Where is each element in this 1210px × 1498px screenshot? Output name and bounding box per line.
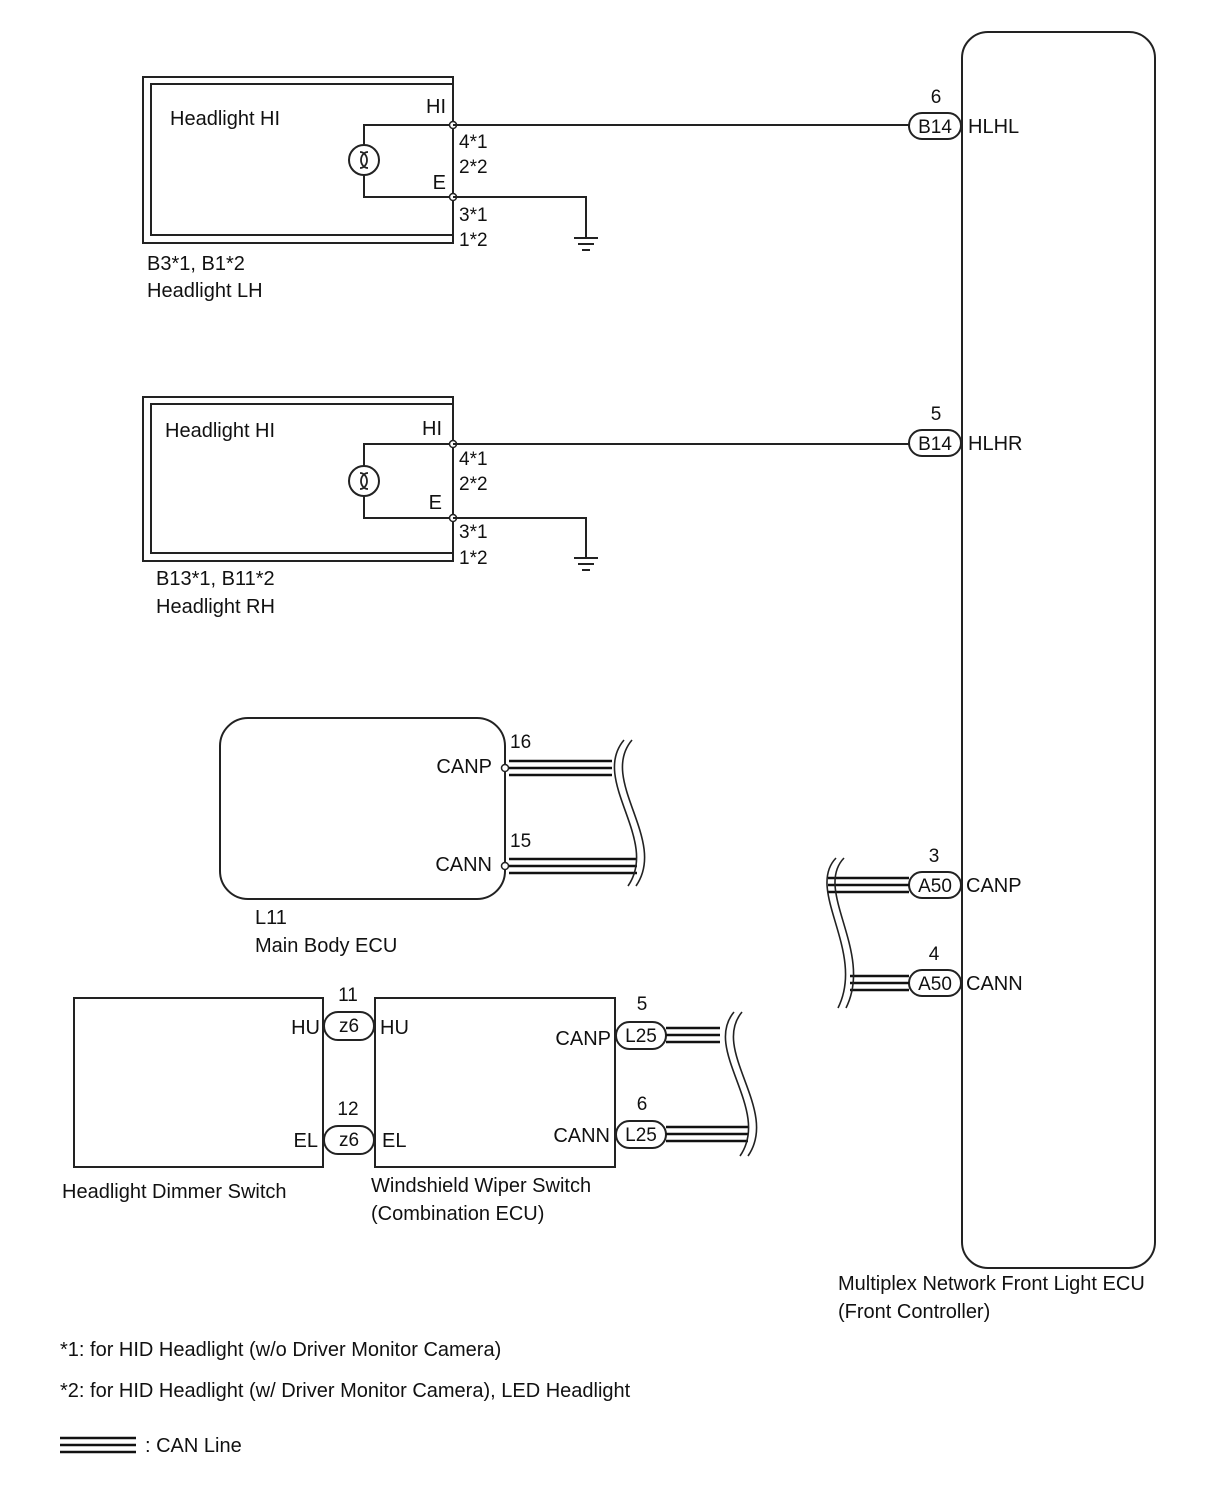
hlhl-terminal-label: HLHL xyxy=(968,116,1019,138)
headlight-rh-terminal-e: E xyxy=(429,492,442,514)
headlight-lh-pin-hi-2: 2*2 xyxy=(459,157,488,178)
headlight-rh-ground-icon xyxy=(574,557,598,571)
main-body-cann-label: CANN xyxy=(435,854,492,876)
headlight-lh-name: Headlight LH xyxy=(147,280,263,302)
can-line-main-body-cann xyxy=(509,857,637,875)
dimmer-hu-label: HU xyxy=(291,1017,320,1039)
connector-b14-hlhr-label: B14 xyxy=(918,434,952,455)
front-canp-pin-number: 3 xyxy=(929,846,940,867)
wiper-canp-pin: 5 xyxy=(637,994,648,1015)
main-body-ecu-code: L11 xyxy=(255,907,287,929)
can-line-main-body-canp xyxy=(509,759,612,777)
headlight-lh-outer-box xyxy=(142,76,454,244)
connector-a50-canp-label: A50 xyxy=(918,876,952,897)
hlhr-terminal-label: HLHR xyxy=(968,433,1022,455)
headlight-rh-terminal-hi: HI xyxy=(422,418,442,440)
main-body-cann-pin: 15 xyxy=(510,831,531,852)
headlight-lh-inner-frame xyxy=(150,83,453,236)
break-symbol-main-body xyxy=(613,739,646,887)
headlight-rh-bulb-icon xyxy=(348,465,380,497)
wiper-switch-box xyxy=(374,997,616,1168)
dimmer-switch-name: Headlight Dimmer Switch xyxy=(62,1181,287,1203)
headlight-rh-pin-e-1: 3*1 xyxy=(459,522,488,543)
front-light-ecu: Multiplex Network Front Light ECU (Front… xyxy=(826,31,1156,1323)
can-line-legend-icon xyxy=(60,1436,136,1454)
el-pin-number: 12 xyxy=(337,1099,358,1120)
headlight-lh-inner-label: Headlight HI xyxy=(170,108,280,130)
headlight-rh-inner-label: Headlight HI xyxy=(165,420,275,442)
headlight-lh-pin-hi-1: 4*1 xyxy=(459,132,488,153)
break-symbol-front xyxy=(826,857,855,1009)
wiper-el-label: EL xyxy=(382,1130,406,1152)
headlight-lh-ground-icon xyxy=(574,237,598,251)
headlight-dimmer-switch: HU EL Headlight Dimmer Switch xyxy=(62,997,324,1203)
headlight-lh-terminal-hi: HI xyxy=(426,96,446,118)
main-body-canp-pin-dot xyxy=(500,763,510,773)
headlight-rh-inner-frame xyxy=(150,403,453,554)
can-line-wiper-canp xyxy=(666,1026,720,1044)
z6-connectors: z6 11 z6 12 xyxy=(323,985,375,1155)
wiper-hu-label: HU xyxy=(380,1017,409,1039)
headlight-lh-terminal-e: E xyxy=(433,172,446,194)
front-canp-terminal-label: CANP xyxy=(966,875,1022,897)
headlight-rh-pin-e-2: 1*2 xyxy=(459,548,488,569)
connector-z6-el-label: z6 xyxy=(339,1130,359,1151)
can-line-legend-label: : CAN Line xyxy=(145,1435,242,1457)
connector-b14-hlhl-label: B14 xyxy=(918,117,952,138)
note-1: *1: for HID Headlight (w/o Driver Monito… xyxy=(60,1339,501,1361)
main-body-canp-pin: 16 xyxy=(510,732,531,753)
headlight-rh-outer-box xyxy=(142,396,454,562)
note-2: *2: for HID Headlight (w/ Driver Monitor… xyxy=(60,1380,631,1402)
dimmer-switch-box xyxy=(73,997,324,1168)
connector-l25-cann-label: L25 xyxy=(625,1125,657,1146)
wiper-switch-name-line2: (Combination ECU) xyxy=(371,1203,544,1225)
front-light-ecu-name-line2: (Front Controller) xyxy=(838,1301,990,1323)
headlight-lh-code: B3*1, B1*2 xyxy=(147,253,245,275)
connector-z6-hu-label: z6 xyxy=(339,1016,359,1037)
hlhl-pin-number: 6 xyxy=(931,87,942,108)
can-line-front-canp xyxy=(828,876,909,894)
notes: *1: for HID Headlight (w/o Driver Monito… xyxy=(60,1339,631,1457)
wiper-cann-label: CANN xyxy=(553,1125,610,1147)
connector-l25-canp-label: L25 xyxy=(625,1026,657,1047)
connector-a50-cann-label: A50 xyxy=(918,974,952,995)
front-light-ecu-box xyxy=(961,31,1156,1269)
hlhr-pin-number: 5 xyxy=(931,404,942,425)
can-line-front-cann xyxy=(850,974,909,992)
headlight-rh: Headlight HI HI E 4*1 2*2 3*1 1*2 B13*1,… xyxy=(142,396,909,618)
front-cann-pin-number: 4 xyxy=(929,944,940,965)
main-body-ecu: CANP CANN 16 15 L11 Main Body ECU xyxy=(219,717,646,957)
main-body-canp-label: CANP xyxy=(436,756,492,778)
headlight-lh-pin-e-1: 3*1 xyxy=(459,205,488,226)
headlight-lh-ground-wire xyxy=(453,196,587,238)
break-symbol-wiper xyxy=(724,1011,758,1157)
headlight-rh-code: B13*1, B11*2 xyxy=(156,568,275,590)
wiper-canp-label: CANP xyxy=(555,1028,611,1050)
wiper-switch-name-line1: Windshield Wiper Switch xyxy=(371,1175,591,1197)
main-body-cann-pin-dot xyxy=(500,861,510,871)
front-cann-terminal-label: CANN xyxy=(966,973,1023,995)
headlight-lh-pin-e-2: 1*2 xyxy=(459,230,488,251)
front-light-ecu-name-line1: Multiplex Network Front Light ECU xyxy=(838,1273,1145,1295)
main-body-ecu-name: Main Body ECU xyxy=(255,935,397,957)
windshield-wiper-switch: HU EL CANP CANN L25 5 L25 6 Windshield W… xyxy=(371,994,758,1225)
can-line-wiper-cann xyxy=(666,1125,748,1143)
hu-pin-number: 11 xyxy=(338,985,358,1006)
wiper-cann-pin: 6 xyxy=(637,1094,648,1115)
headlight-rh-ground-wire xyxy=(453,517,587,558)
headlight-lh-bulb-icon xyxy=(348,144,380,176)
headlight-lh: Headlight HI HI E 4*1 2*2 3*1 1*2 B3*1, … xyxy=(142,76,909,302)
headlight-rh-name: Headlight RH xyxy=(156,596,275,618)
headlight-rh-pin-hi-1: 4*1 xyxy=(459,449,488,470)
headlight-rh-pin-hi-2: 2*2 xyxy=(459,474,488,495)
dimmer-el-label: EL xyxy=(294,1130,318,1152)
